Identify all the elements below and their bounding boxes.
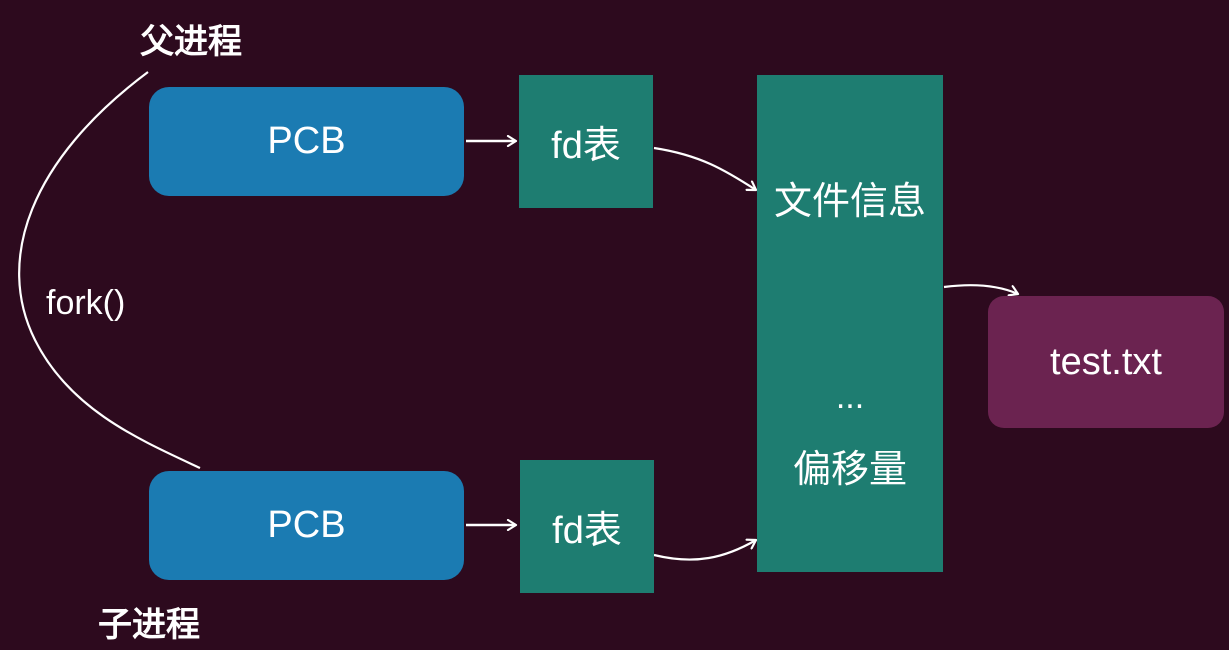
parent-pcb-box: PCB: [149, 87, 464, 196]
file-info-title: 文件信息: [773, 179, 926, 223]
test-file-box: test.txt: [988, 296, 1224, 428]
file-info-offset: 偏移量: [792, 447, 907, 491]
child-fd-table-box: fd表: [520, 460, 654, 593]
file-info-ellipsis: ...: [835, 378, 865, 416]
parent-fd-table-box: fd表: [519, 75, 653, 208]
arrow-child-fd-to-fileinfo: [653, 540, 756, 561]
child-process-label: 子进程: [98, 605, 200, 645]
file-info-box: 文件信息 ... 偏移量: [757, 75, 943, 572]
test-file-label: test.txt: [1050, 340, 1162, 383]
parent-fd-table-label: fd表: [551, 125, 621, 167]
fork-curve: [18, 71, 201, 469]
parent-pcb-label: PCB: [267, 120, 346, 162]
parent-process-label: 父进程: [140, 22, 242, 62]
arrow-parent-fd-to-fileinfo: [653, 146, 756, 190]
child-fd-table-label: fd表: [552, 510, 622, 552]
fork-label: fork(): [44, 284, 128, 322]
child-pcb-box: PCB: [149, 471, 464, 580]
child-pcb-label: PCB: [267, 504, 346, 546]
arrow-fileinfo-to-file: [943, 284, 1018, 294]
